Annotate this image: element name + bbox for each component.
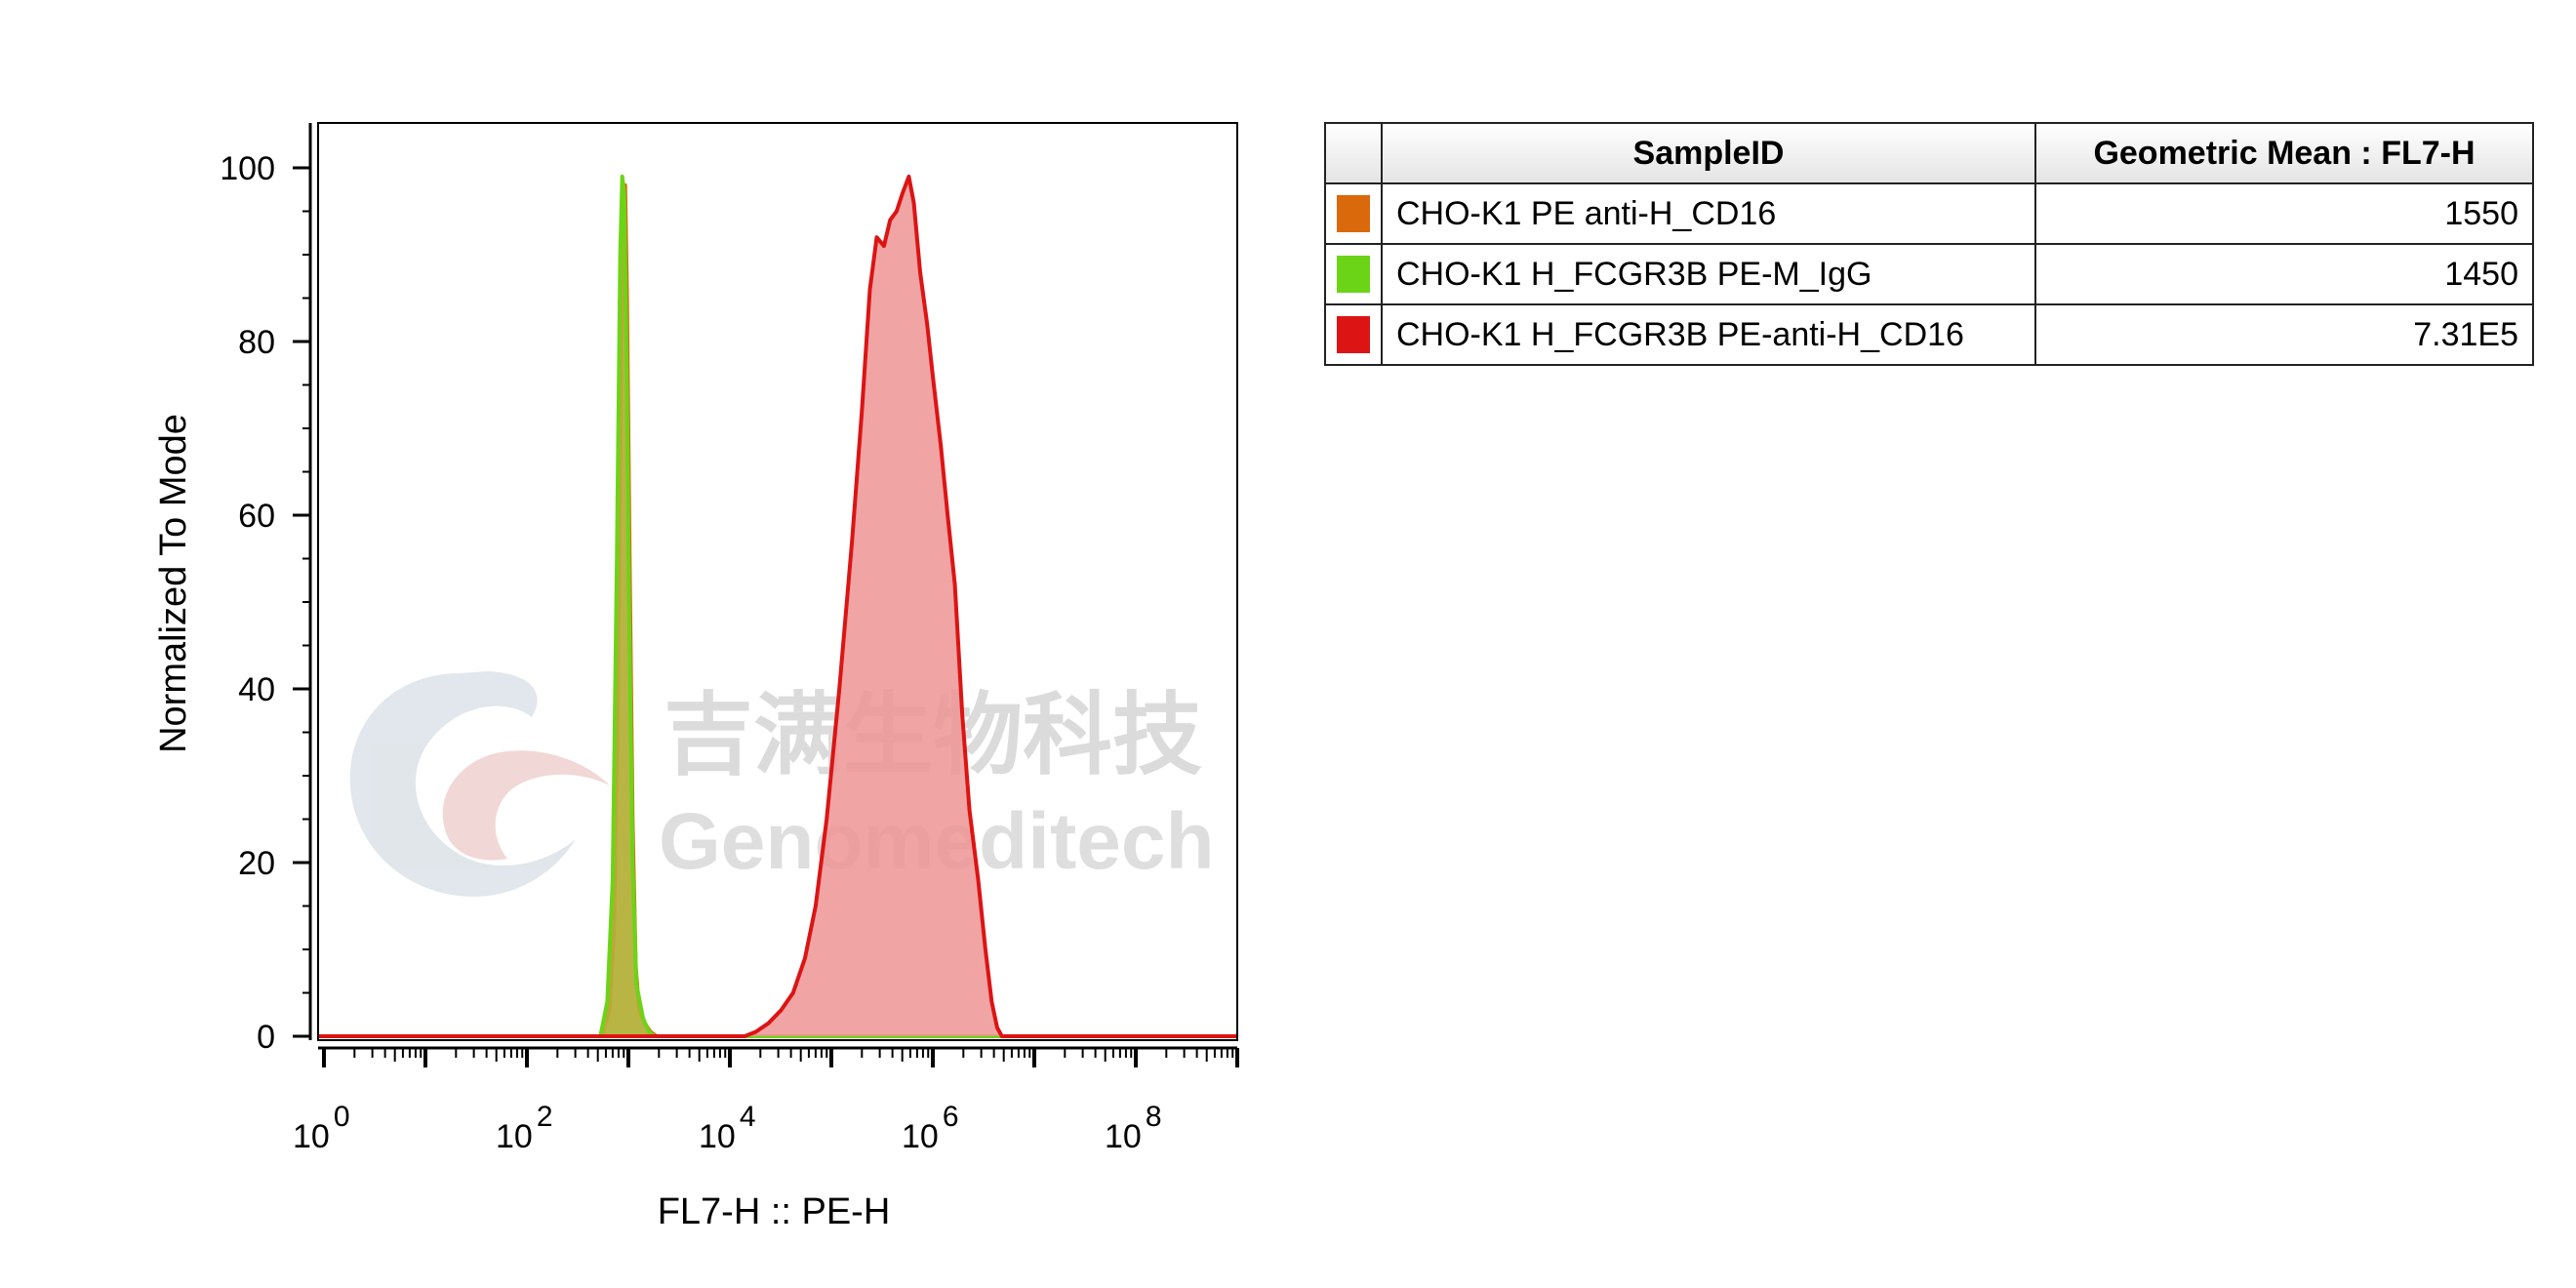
watermark-logo-swoosh-red xyxy=(442,750,610,861)
table-row-value: 1450 xyxy=(2034,243,2534,305)
y-tick-label: 80 xyxy=(238,324,275,361)
table-header-sampleid: SampleID xyxy=(1381,122,2036,184)
x-axis-label: FL7-H :: PE-H xyxy=(658,1191,891,1232)
table-row-swatch-cell xyxy=(1324,182,1383,245)
x-tick-label: 106 xyxy=(902,1101,959,1155)
table-row-sample: CHO-K1 H_FCGR3B PE-anti-H_CD16 xyxy=(1381,303,2036,366)
table-row-swatch-cell xyxy=(1324,243,1383,305)
x-tick-label: 102 xyxy=(496,1101,553,1155)
y-tick-label: 100 xyxy=(220,150,275,187)
legend-swatch-green xyxy=(1337,256,1370,293)
series-fill-0 xyxy=(319,184,1236,1037)
y-axis-label: Normalized To Mode xyxy=(153,414,194,753)
table-row-value: 1550 xyxy=(2034,182,2534,245)
y-axis: 0 20 40 60 80 100 xyxy=(220,123,312,1056)
series-line-2 xyxy=(319,174,1236,1038)
watermark: 吉满生物科技 Genomeditech xyxy=(349,671,1215,897)
y-tick-label: 20 xyxy=(238,845,275,882)
table-header-row: SampleID Geometric Mean : FL7-H xyxy=(1324,122,2534,184)
table-row-swatch-cell xyxy=(1324,303,1383,366)
table-row-value: 7.31E5 xyxy=(2034,303,2534,366)
series-layer xyxy=(319,174,1236,1038)
y-tick-label: 0 xyxy=(257,1019,275,1056)
series-fill-2 xyxy=(319,176,1236,1036)
legend-swatch-orange xyxy=(1337,195,1370,232)
x-axis: 100 102 104 106 108 xyxy=(293,1046,1239,1155)
x-tick-label: 104 xyxy=(699,1101,756,1155)
statistics-table: SampleID Geometric Mean : FL7-H CHO-K1 P… xyxy=(1324,122,2534,366)
x-tick-label: 100 xyxy=(293,1101,350,1155)
watermark-logo-swoosh xyxy=(349,671,576,897)
series-line-0 xyxy=(319,182,1236,1038)
y-tick-label: 40 xyxy=(238,671,275,708)
plot-frame xyxy=(317,122,1238,1041)
table-row: CHO-K1 H_FCGR3B PE-M_IgG 1450 xyxy=(1324,243,2534,305)
x-tick-label: 108 xyxy=(1105,1101,1162,1155)
table-row-sample: CHO-K1 H_FCGR3B PE-M_IgG xyxy=(1381,243,2036,305)
table-row-sample: CHO-K1 PE anti-H_CD16 xyxy=(1381,182,2036,245)
series-line-1 xyxy=(319,174,1236,1038)
series-fill-1 xyxy=(319,176,1236,1036)
y-tick-label: 60 xyxy=(238,498,275,535)
table-header-swatch xyxy=(1324,122,1383,184)
table-header-geometric-mean: Geometric Mean : FL7-H xyxy=(2034,122,2534,184)
table-row: CHO-K1 H_FCGR3B PE-anti-H_CD16 7.31E5 xyxy=(1324,303,2534,366)
table-row: CHO-K1 PE anti-H_CD16 1550 xyxy=(1324,182,2534,245)
legend-swatch-red xyxy=(1337,316,1370,353)
